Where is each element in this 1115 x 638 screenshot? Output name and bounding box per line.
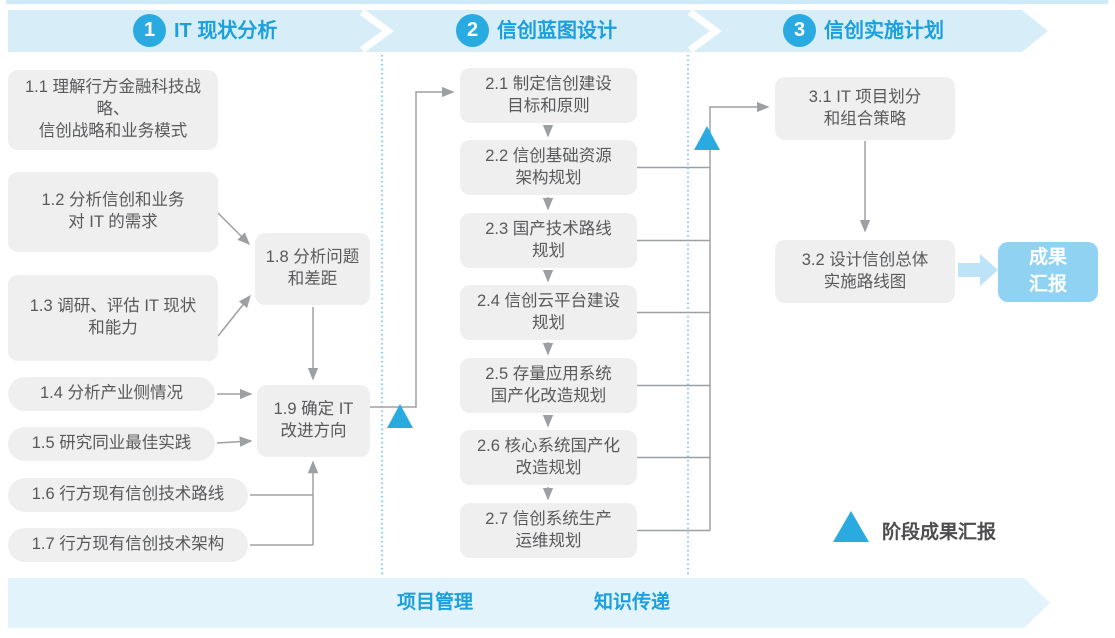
node-1-5: 1.5 研究同业最佳实践 bbox=[8, 427, 215, 461]
arrow-1-5-to-1-9 bbox=[216, 436, 253, 447]
node-1-1: 1.1 理解行方金融科技战略、 信创战略和业务模式 bbox=[8, 70, 218, 150]
arrow-1-2-to-1-8 bbox=[217, 212, 251, 246]
phase1-milestone-triangle-icon bbox=[387, 404, 413, 428]
phase1-number-badge: 1 bbox=[133, 14, 166, 47]
phase3-number-badge: 3 bbox=[783, 14, 816, 47]
node-2-6: 2.6 核心系统国产化 改造规划 bbox=[460, 430, 637, 485]
arrow-collector-to-3-1 bbox=[709, 101, 770, 531]
legend-triangle-icon bbox=[833, 511, 869, 542]
arrow-1-3-to-1-8 bbox=[217, 294, 251, 337]
phase2-number-badge: 2 bbox=[456, 14, 489, 47]
top-edge-strip bbox=[6, 0, 1108, 4]
phase2-title: 信创蓝图设计 bbox=[497, 20, 617, 42]
node-1-2: 1.2 分析信创和业务 对 IT 的需求 bbox=[8, 172, 218, 252]
node-3-1: 3.1 IT 项目划分 和组合策略 bbox=[775, 77, 955, 140]
phase3-title: 信创实施计划 bbox=[824, 20, 944, 42]
outcome-report-box: 成果 汇报 bbox=[998, 242, 1098, 302]
outcome-block-arrow-icon bbox=[958, 254, 998, 286]
node-1-8: 1.8 分析问题 和差距 bbox=[255, 233, 370, 305]
bottom-band-project-management-label: 项目管理 bbox=[397, 592, 474, 613]
node-1-9: 1.9 确定 IT 改进方向 bbox=[257, 385, 370, 457]
node-1-6: 1.6 行方现有信创技术路线 bbox=[8, 478, 248, 512]
node-2-4: 2.4 信创云平台建设 规划 bbox=[460, 285, 637, 340]
phase1-title: IT 现状分析 bbox=[174, 20, 278, 42]
bottom-band-ribbon bbox=[8, 578, 1050, 628]
bottom-band-knowledge-transfer-label: 知识传递 bbox=[594, 592, 671, 613]
node-3-2: 3.2 设计信创总体 实施路线图 bbox=[775, 240, 955, 303]
node-2-2: 2.2 信创基础资源 架构规划 bbox=[460, 140, 637, 195]
node-2-7: 2.7 信创系统生产 运维规划 bbox=[460, 503, 637, 558]
node-2-3: 2.3 国产技术路线 规划 bbox=[460, 213, 637, 268]
phase-banner-ribbon bbox=[8, 10, 1048, 52]
node-1-3: 1.3 调研、评估 IT 现状 和能力 bbox=[8, 275, 218, 361]
node-1-4: 1.4 分析产业侧情况 bbox=[8, 377, 215, 411]
arrow-1-9-to-2-1 bbox=[370, 86, 455, 408]
legend-label: 阶段成果汇报 bbox=[882, 522, 997, 543]
phase2-milestone-triangle-icon bbox=[694, 126, 720, 150]
node-1-7: 1.7 行方现有信创技术架构 bbox=[8, 528, 248, 562]
node-2-1: 2.1 制定信创建设 目标和原则 bbox=[460, 68, 637, 123]
node-2-5: 2.5 存量应用系统 国产化改造规划 bbox=[460, 358, 637, 413]
